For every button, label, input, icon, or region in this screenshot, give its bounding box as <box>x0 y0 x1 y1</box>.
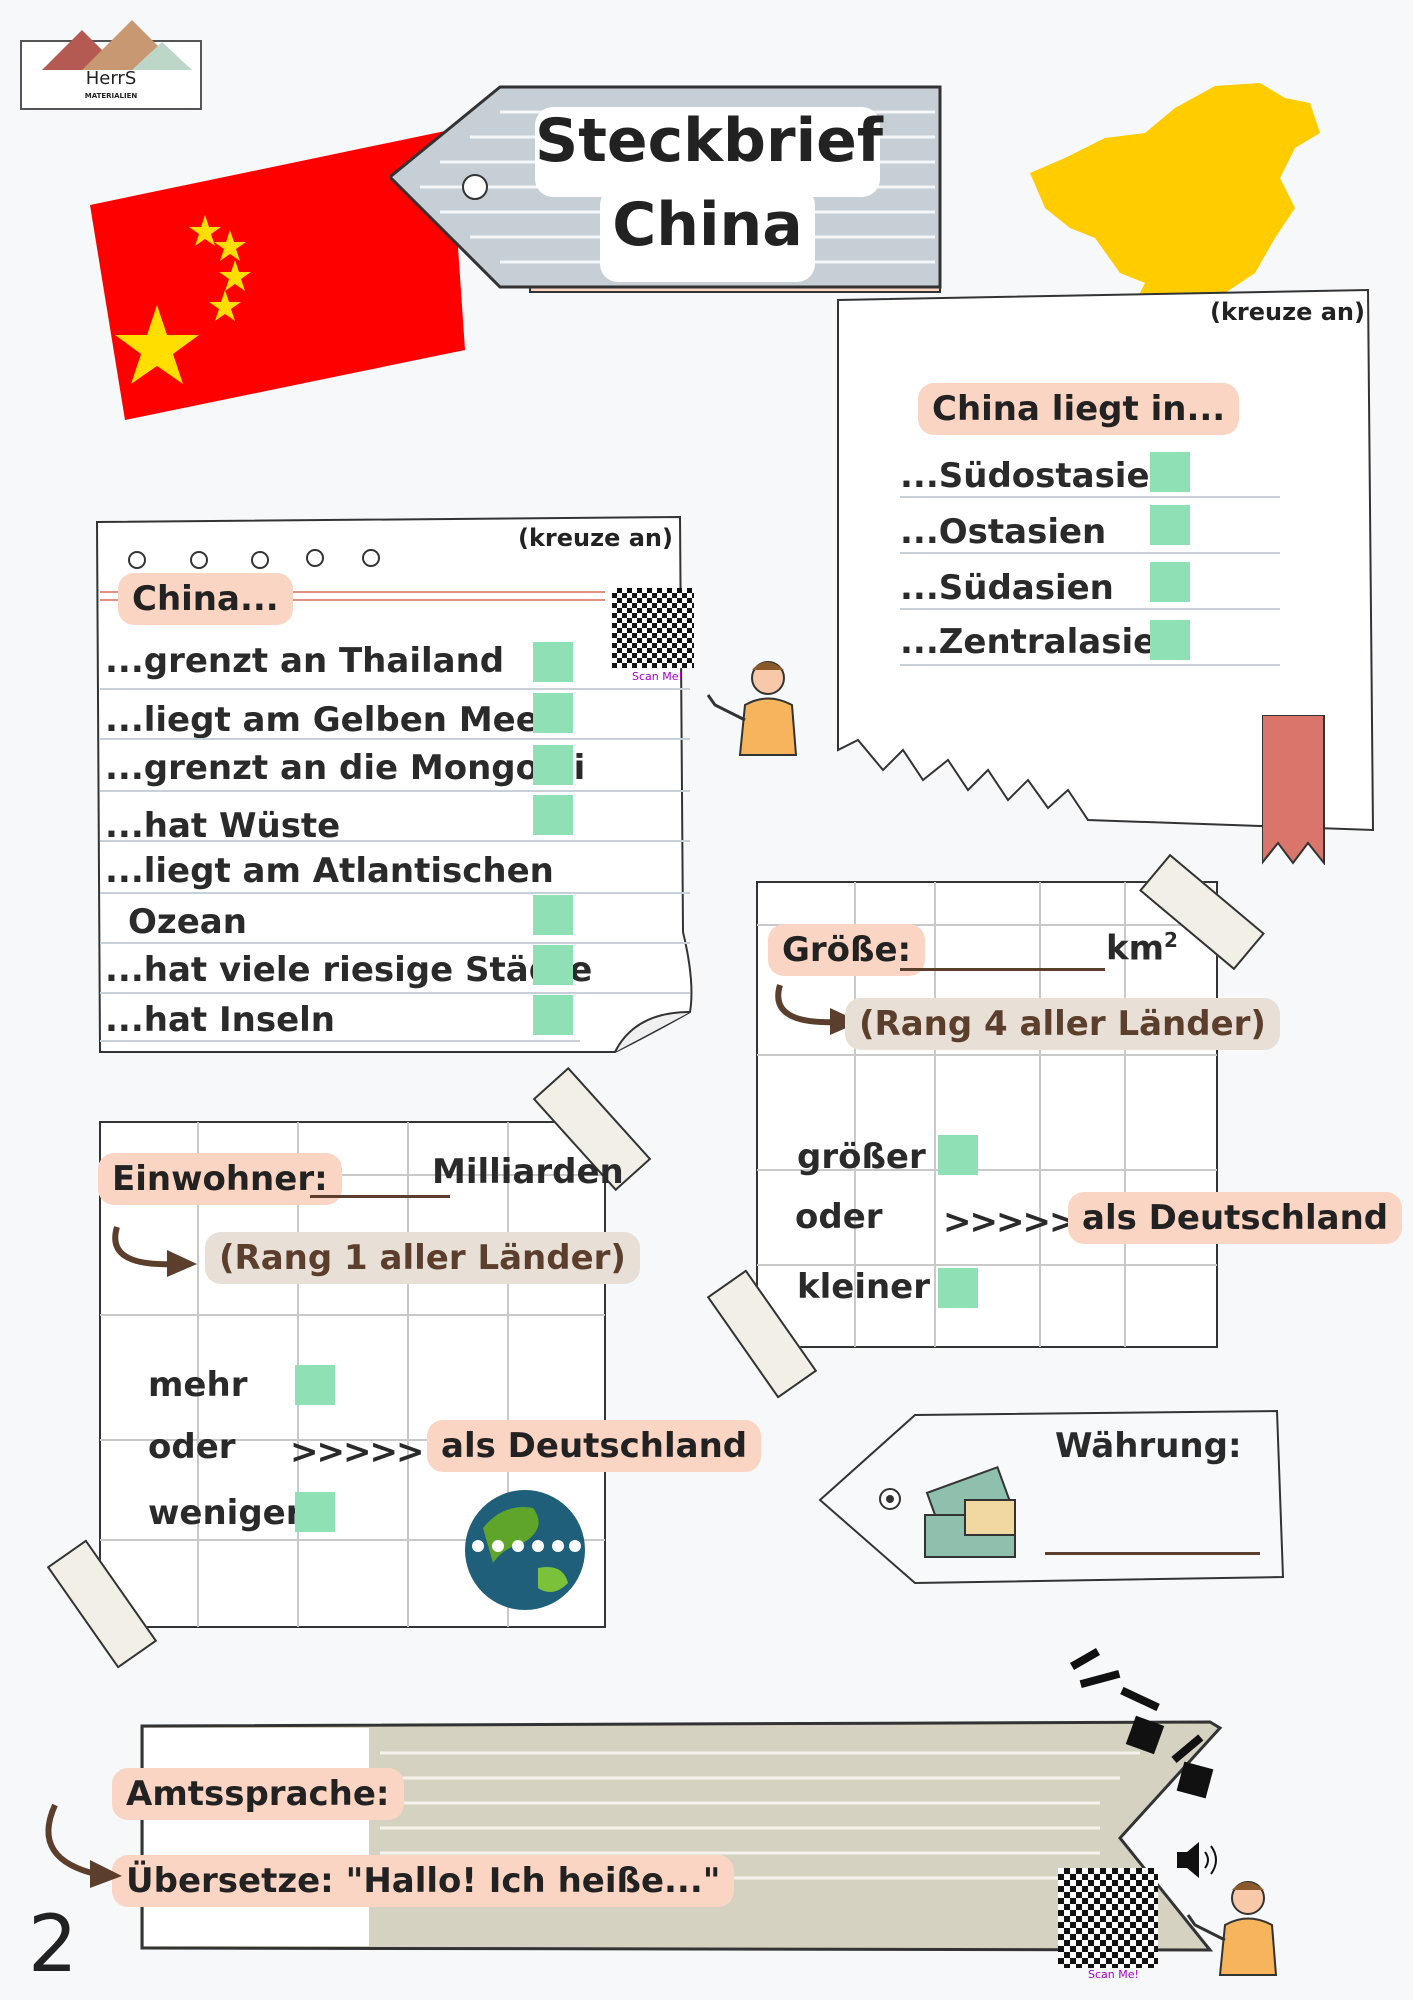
population-arrows: >>>>> <box>290 1432 424 1472</box>
population-than: als Deutschland <box>427 1420 762 1472</box>
curved-arrow-icon <box>45 1803 122 1888</box>
facts-heading: China... <box>118 573 293 625</box>
currency-label: Währung: <box>1055 1426 1242 1466</box>
fact-item: Ozean <box>128 902 247 942</box>
currency-answer-line[interactable] <box>1045 1552 1260 1555</box>
logo-text: HerrS <box>85 68 137 89</box>
population-answer-line[interactable] <box>310 1195 450 1198</box>
qr-caption: Scan Me! <box>632 670 683 683</box>
page-number: 2 <box>28 1900 78 1990</box>
language-translate: Übersetze: "Hallo! Ich heiße..." <box>112 1855 735 1907</box>
size-unit: km2 <box>1106 928 1178 969</box>
flower-icon <box>462 174 488 200</box>
size-than: als Deutschland <box>1068 1192 1403 1244</box>
fact-item: ...liegt am Atlantischen <box>105 851 554 891</box>
checkbox-suedostasien[interactable] <box>1150 452 1190 492</box>
logo: HerrS MATERIALIEN <box>20 20 202 110</box>
size-answer-line[interactable] <box>900 968 1105 971</box>
size-compare-less: kleiner <box>797 1267 931 1307</box>
globe-icon <box>465 1490 585 1610</box>
checkbox-staedte[interactable] <box>533 945 573 985</box>
population-compare-more: mehr <box>148 1365 248 1405</box>
speaker-icon[interactable] <box>1175 1840 1225 1880</box>
population-rank: (Rang 1 aller Länder) <box>205 1232 640 1284</box>
fact-item: ...grenzt an Thailand <box>105 641 505 681</box>
qr-caption: Scan Me! <box>1088 1968 1139 1981</box>
size-rank: (Rang 4 aller Länder) <box>845 998 1280 1050</box>
fact-item: ...hat viele riesige Städte <box>105 950 593 990</box>
checkbox-ostasien[interactable] <box>1150 505 1190 545</box>
ribbon-red <box>1262 715 1325 865</box>
size-label: Größe: <box>768 924 926 976</box>
checkbox-mongolei[interactable] <box>533 745 573 785</box>
fact-item: ...liegt am Gelben Meer <box>105 700 556 740</box>
population-label: Einwohner: <box>98 1153 342 1205</box>
population-compare-less: weniger <box>148 1493 303 1533</box>
checkbox-groesser[interactable] <box>938 1135 978 1175</box>
title-line1: Steckbrief <box>535 106 883 176</box>
fact-item: ...hat Wüste <box>105 806 341 846</box>
checkbox-suedasien[interactable] <box>1150 562 1190 602</box>
population-unit: Milliarden <box>432 1152 624 1192</box>
checkbox-thailand[interactable] <box>533 642 573 682</box>
title-line2: China <box>612 190 803 260</box>
qr-code[interactable] <box>1058 1868 1158 1968</box>
location-heading: China liegt in... <box>918 383 1240 435</box>
curved-arrow-icon <box>112 1226 197 1277</box>
china-flag <box>90 130 465 420</box>
currency-tag <box>818 1409 1285 1585</box>
checkbox-atlantik[interactable] <box>533 895 573 935</box>
checkbox-weniger[interactable] <box>295 1492 335 1532</box>
size-compare-more: größer <box>797 1137 926 1177</box>
size-arrows: >>>>> <box>943 1202 1077 1242</box>
flag-big-star <box>115 305 199 384</box>
location-option: ...Südostasien <box>900 456 1174 496</box>
person-illustration <box>706 661 798 756</box>
language-label: Amtssprache: <box>112 1768 404 1820</box>
title-banner <box>390 85 945 312</box>
facts-hint: (kreuze an) <box>518 524 673 552</box>
location-option: ...Südasien <box>900 568 1114 608</box>
logo-subtext: MATERIALIEN <box>84 92 138 100</box>
checkbox-gelbes-meer[interactable] <box>533 693 573 733</box>
person-illustration <box>1186 1881 1278 1976</box>
location-option: ...Ostasien <box>900 512 1107 552</box>
fact-item: ...grenzt an die Mongolei <box>105 748 586 788</box>
size-compare-or: oder <box>795 1197 883 1237</box>
population-compare-or: oder <box>148 1427 236 1467</box>
checkbox-inseln[interactable] <box>533 995 573 1035</box>
china-map <box>1030 83 1320 318</box>
qr-code[interactable] <box>612 588 694 668</box>
checkbox-mehr[interactable] <box>295 1365 335 1405</box>
checkbox-zentralasien[interactable] <box>1150 620 1190 660</box>
location-option: ...Zentralasien <box>900 622 1181 662</box>
location-hint: (kreuze an) <box>1210 298 1365 326</box>
chinese-characters <box>1070 1648 1214 1799</box>
fact-item: ...hat Inseln <box>105 1000 335 1040</box>
mountains-icon <box>42 20 192 70</box>
checkbox-wueste[interactable] <box>533 795 573 835</box>
checkbox-kleiner[interactable] <box>938 1268 978 1308</box>
